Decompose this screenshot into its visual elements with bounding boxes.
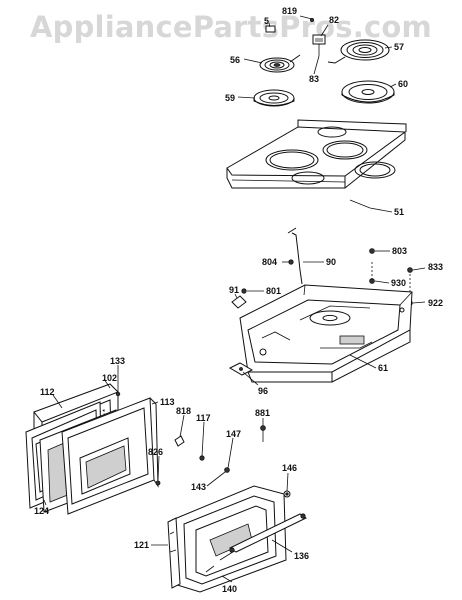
label-117: 117 [196,413,211,423]
main-top-61[interactable] [239,284,413,383]
drip-pan-large-60[interactable] [341,80,395,104]
label-803: 803 [392,246,407,256]
screw-833[interactable] [407,267,413,273]
label-61: 61 [378,363,388,373]
label-801: 801 [266,286,281,296]
large-surface-element-57[interactable] [327,39,390,64]
label-112: 112 [40,387,55,397]
clip-117[interactable] [199,455,205,461]
label-60: 60 [398,79,408,89]
clip-147[interactable] [224,467,230,473]
label-833: 833 [428,262,443,272]
label-82: 82 [329,15,339,25]
inner-door-liner-113[interactable] [61,397,159,515]
label-51: 51 [394,207,404,217]
door-handle-136[interactable] [228,513,308,553]
door-glass-121[interactable] [167,517,181,589]
label-930: 930 [391,278,406,288]
label-143: 143 [191,482,206,492]
leader-lines [43,15,426,583]
label-90: 90 [326,257,336,267]
screw-801[interactable] [241,288,247,294]
label-818: 818 [176,406,191,416]
label-83: 83 [309,74,319,84]
drip-pan-small-59[interactable] [253,89,295,107]
bracket-96[interactable] [228,362,254,376]
part-labels: 819 82 5 56 57 83 59 60 51 804 90 803 83… [34,6,443,594]
outer-door-140[interactable] [171,485,287,593]
terminal-block-83[interactable] [312,34,326,56]
label-922: 922 [428,298,443,308]
label-5: 5 [264,16,269,26]
screw-804[interactable] [288,259,294,265]
label-881: 881 [255,408,270,418]
label-96: 96 [258,386,268,396]
bracket-91[interactable] [231,295,247,309]
label-147: 147 [226,429,241,439]
label-133: 133 [110,356,125,366]
spacer-818[interactable] [174,435,185,447]
screw-881[interactable] [260,425,266,442]
cooktop-51[interactable] [226,119,407,189]
label-102: 102 [102,373,117,383]
small-surface-element-56[interactable] [259,54,301,73]
screw-803[interactable] [369,248,375,254]
washer-146[interactable] [283,490,291,498]
screw-826[interactable] [155,480,161,486]
label-56: 56 [230,55,240,65]
label-91: 91 [229,285,239,295]
rod-90[interactable] [287,227,303,285]
label-804: 804 [262,257,277,267]
label-113: 113 [160,397,175,407]
label-59: 59 [225,93,235,103]
label-819: 819 [282,6,297,16]
label-57: 57 [394,42,404,52]
screw-930[interactable] [369,262,375,284]
screw-133[interactable] [115,391,121,397]
receptacle-5[interactable] [265,25,276,33]
watermark: AppliancePartsPros.com [30,10,432,44]
label-146: 146 [282,463,297,473]
label-140: 140 [222,584,237,594]
label-121: 121 [134,540,149,550]
label-124: 124 [34,506,49,516]
label-826: 826 [148,447,163,457]
label-136: 136 [294,551,309,561]
